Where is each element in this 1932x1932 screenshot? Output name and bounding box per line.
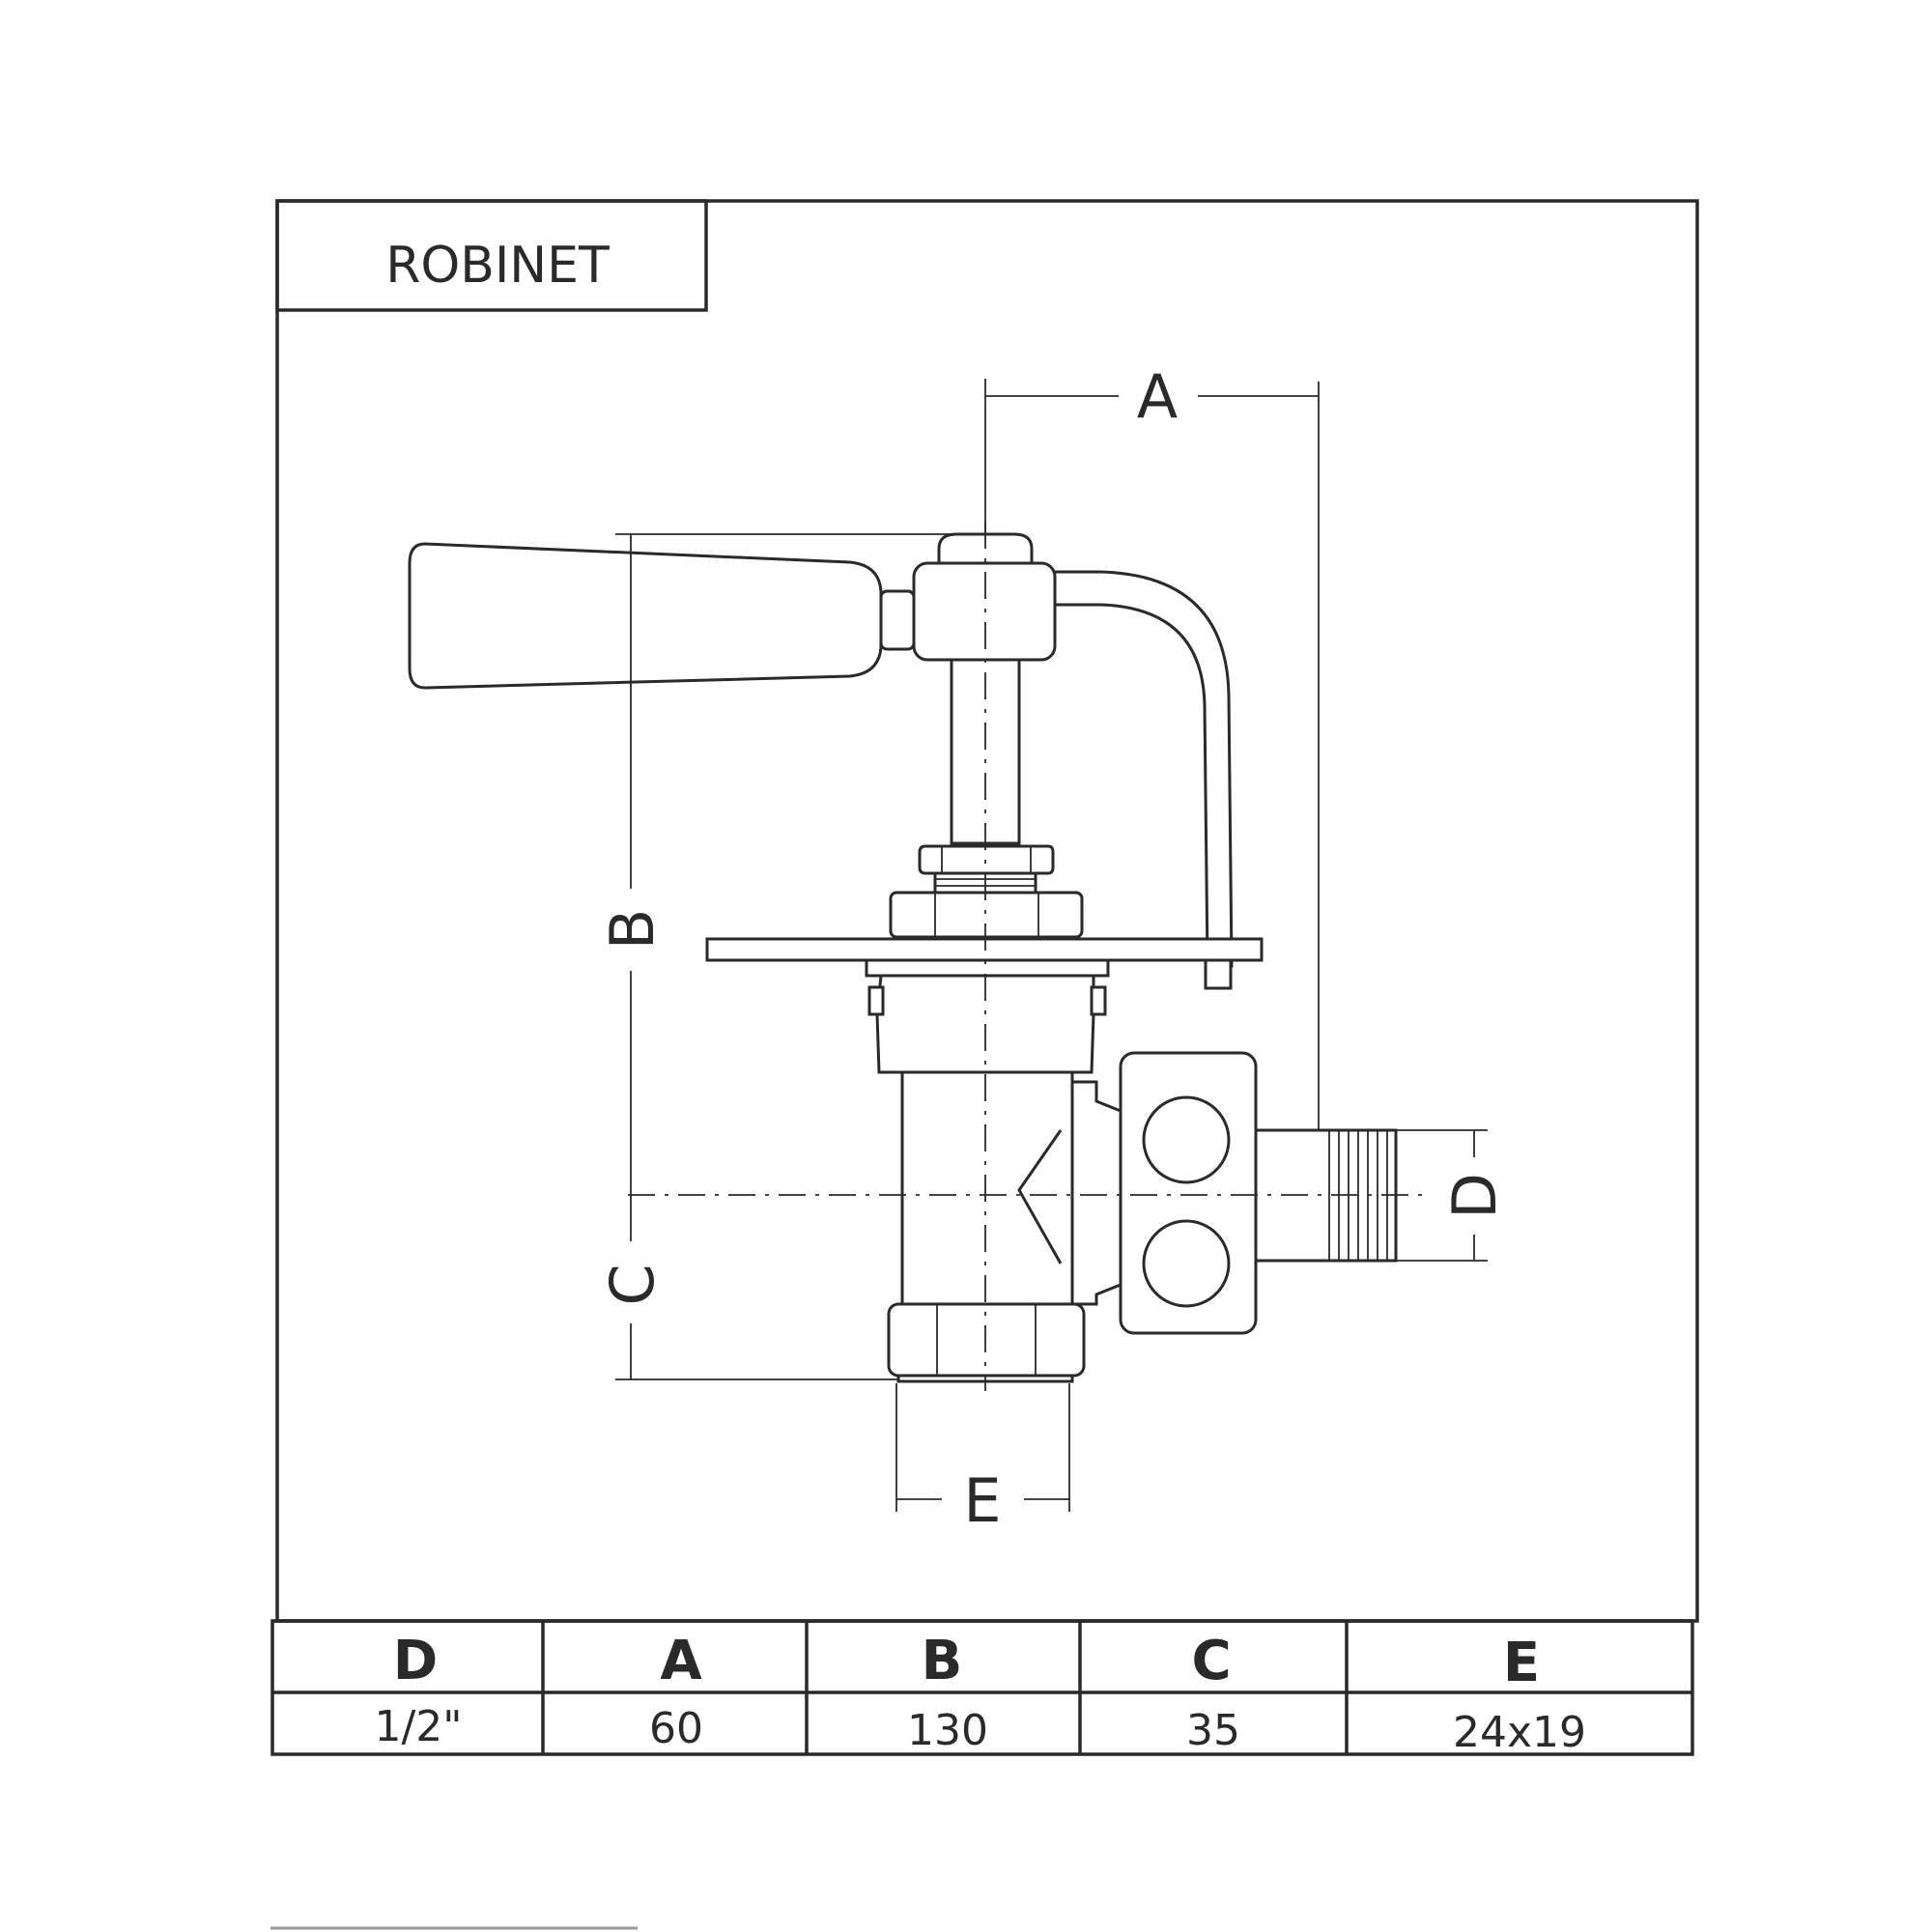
side-connector-neck [1070, 1080, 1122, 1306]
dimension-b-label: B [597, 909, 668, 951]
small-hex-nut [918, 844, 1055, 875]
large-hex-nut [889, 891, 1084, 939]
bonnet-clip-left [867, 985, 885, 1016]
side-nut-lower-face [1142, 1219, 1231, 1308]
table-header-e: E [1503, 1632, 1540, 1694]
valve-body [900, 1070, 1074, 1306]
table-header-b: B [922, 1630, 963, 1692]
dimension-d-label: D [1439, 1173, 1510, 1219]
dimension-c-label: C [597, 1264, 668, 1305]
table-header-d: D [393, 1630, 438, 1692]
washer [865, 958, 1110, 978]
title-box [275, 199, 708, 312]
dimension-d: D [1396, 1129, 1510, 1262]
table-header-c: C [1191, 1630, 1231, 1692]
body-chevron [1017, 1129, 1063, 1264]
lever-handle [408, 542, 883, 690]
dimension-e: E [895, 1383, 1070, 1536]
bonnet-clip-right [1090, 985, 1107, 1016]
table-value-d: 1/2" [374, 1702, 462, 1751]
title-block: ROBINET [275, 199, 708, 312]
dimension-b: B [597, 533, 956, 1195]
valve-drawing [408, 522, 1430, 1391]
top-cap [937, 532, 1034, 567]
dimension-a: A [984, 361, 1320, 1130]
dimension-c: C [597, 1195, 898, 1380]
table-header-a: A [660, 1630, 702, 1692]
dimension-a-label: A [1137, 361, 1178, 432]
bottom-hex-nut [887, 1302, 1086, 1378]
mounting-plate [705, 937, 1264, 962]
spec-table: D A B C E 1/2" 60 130 35 24x19 [270, 1619, 1694, 1757]
lever-neck [879, 589, 916, 651]
side-nut-upper-face [1142, 1095, 1231, 1184]
table-value-c: 35 [1186, 1706, 1240, 1755]
table-value-a: 60 [649, 1704, 703, 1753]
table-value-e: 24x19 [1453, 1708, 1586, 1757]
title-text: ROBINET [385, 237, 610, 295]
table-value-b: 130 [907, 1706, 988, 1755]
head-block [912, 561, 1057, 662]
dimension-e-label: E [963, 1465, 1001, 1536]
threaded-tail [1254, 1128, 1398, 1263]
spec-table-border [270, 1619, 1694, 1756]
